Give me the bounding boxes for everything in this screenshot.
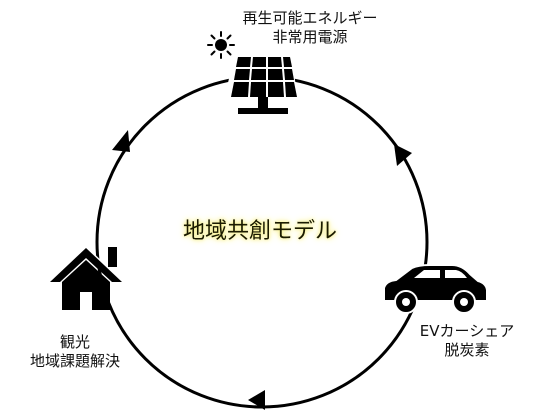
arrow-left-icon xyxy=(112,130,130,152)
solar-label-line2: 非常用電源 xyxy=(272,28,348,46)
sun-icon xyxy=(207,31,235,59)
solar-label: 再生可能エネルギー 非常用電源 xyxy=(240,9,380,47)
ev-label-line1: EVカーシェア xyxy=(419,322,515,340)
house-label-line1: 観光 xyxy=(59,333,90,351)
house-icon xyxy=(48,246,124,310)
arrow-right-icon xyxy=(394,144,412,166)
arrow-bottom-icon xyxy=(248,390,265,410)
ev-label: EVカーシェア 脱炭素 xyxy=(412,322,522,360)
diagram-title: 地域共創モデル xyxy=(182,219,337,244)
house-label: 観光 地域課題解決 xyxy=(20,333,130,371)
ev-label-line2: 脱炭素 xyxy=(444,341,490,359)
solar-panel-icon xyxy=(224,53,298,114)
car-icon xyxy=(383,264,488,314)
house-label-line2: 地域課題解決 xyxy=(29,352,120,370)
solar-label-line1: 再生可能エネルギー xyxy=(242,9,378,27)
